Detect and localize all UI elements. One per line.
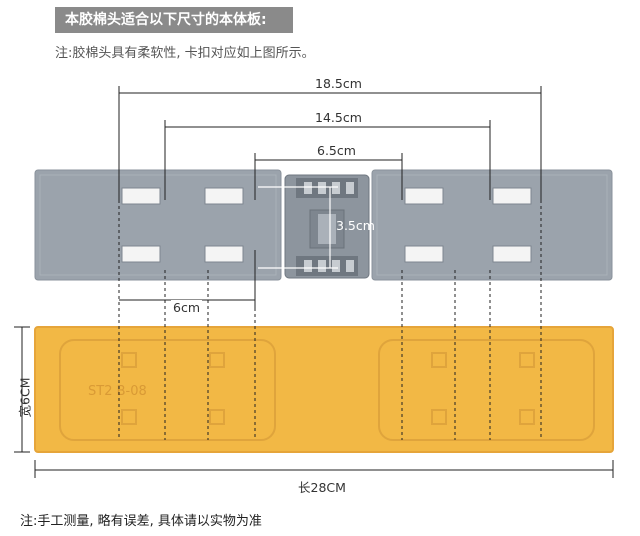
dimension-length: 长28CM bbox=[296, 480, 348, 496]
sponge-head: ST2 B-08 bbox=[34, 326, 614, 453]
sponge-embossed-text: ST2 B-08 bbox=[88, 384, 147, 399]
header-title: 本胶棉头适合以下尺寸的本体板: bbox=[55, 7, 293, 33]
dimension-14-5: 14.5cm bbox=[313, 110, 364, 126]
top-note: 注:胶棉头具有柔软性, 卡扣对应如上图所示。 bbox=[55, 46, 315, 61]
dimension-width: 宽6CM bbox=[17, 377, 33, 418]
dimension-6cm: 6cm bbox=[171, 300, 203, 316]
dimension-6-5: 6.5cm bbox=[315, 143, 358, 159]
dimension-3-5: 3.5cm bbox=[336, 218, 375, 233]
footer-note: 注:手工测量, 略有误差, 具体请以实物为准 bbox=[20, 514, 262, 529]
mop-plate bbox=[34, 169, 613, 281]
dimension-18-5: 18.5cm bbox=[313, 76, 364, 92]
